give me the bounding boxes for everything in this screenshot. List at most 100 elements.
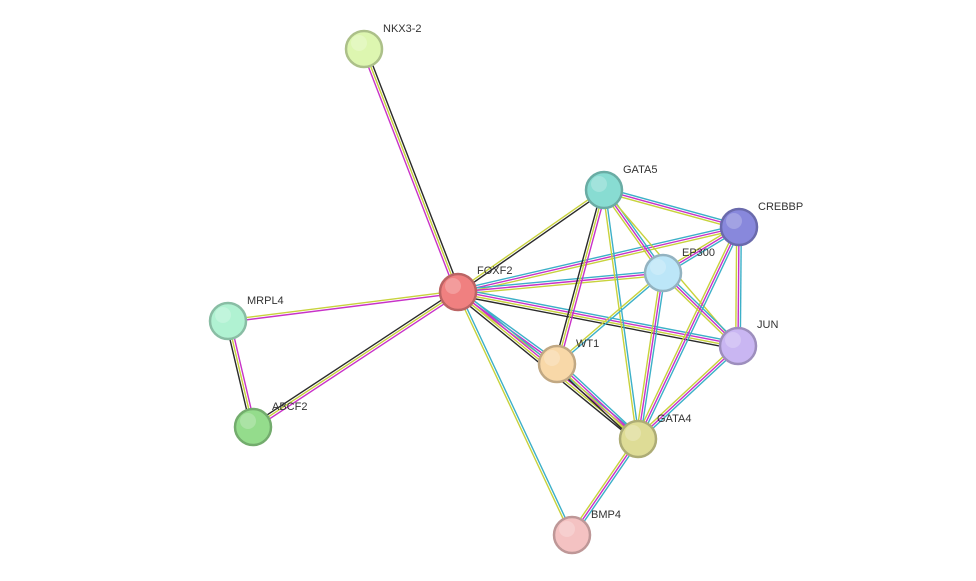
edge-line-experimental	[457, 226, 740, 293]
edge-gata5-crebbp[interactable]	[603, 187, 740, 230]
edge-line-textmining	[602, 190, 638, 440]
node-foxf2[interactable]: FOXF2	[438, 265, 512, 312]
node-circle-abcf2[interactable]	[233, 407, 273, 447]
node-highlight-crebbp	[726, 213, 742, 229]
edge-line-textmining	[458, 274, 664, 295]
edge-line-experimental	[637, 272, 664, 440]
edge-line-textmining	[556, 189, 605, 365]
node-label-nkx3-2: NKX3-2	[383, 23, 422, 35]
edge-line-textmining	[457, 292, 738, 348]
edge-line-textmining	[735, 226, 738, 346]
edge-line-database	[604, 187, 740, 226]
node-highlight-nkx3-2	[351, 35, 367, 51]
node-nkx3-2[interactable]: NKX3-2	[344, 23, 422, 69]
edge-gata5-gata4[interactable]	[602, 189, 640, 440]
edge-line-experimental	[603, 189, 740, 228]
node-label-foxf2: FOXF2	[477, 265, 512, 277]
node-circle-ep300[interactable]	[643, 253, 683, 293]
node-highlight-jun	[725, 332, 741, 348]
edge-line-database	[739, 227, 742, 347]
node-wt1[interactable]: WT1	[537, 338, 599, 384]
edge-line-database	[639, 227, 742, 441]
node-highlight-bmp4	[559, 521, 575, 537]
edge-foxf2-nkx3-2[interactable]	[361, 47, 461, 294]
node-highlight-gata5	[591, 176, 607, 192]
edge-line-textmining	[555, 271, 663, 364]
edge-line-textmining	[635, 272, 662, 439]
node-circle-crebbp[interactable]	[719, 207, 759, 247]
edge-line-database	[639, 347, 741, 442]
edge-line-database	[458, 287, 739, 344]
edge-foxf2-mrpl4[interactable]	[227, 290, 459, 323]
edge-line-database	[639, 273, 666, 440]
edge-line-experimental	[457, 272, 664, 293]
node-label-mrpl4: MRPL4	[247, 295, 284, 307]
edge-line-textmining	[227, 290, 458, 321]
edge-line-textmining	[635, 343, 737, 438]
edge-line-database	[604, 189, 640, 439]
node-gata4[interactable]: GATA4	[618, 413, 691, 459]
edge-foxf2-ep300[interactable]	[457, 270, 664, 295]
node-crebbp[interactable]: CREBBP	[719, 201, 803, 247]
edge-line-experimental	[558, 190, 607, 365]
edge-line-textmining	[252, 291, 459, 428]
edge-gata5-wt1[interactable]	[554, 189, 607, 365]
edge-line-database	[557, 273, 665, 366]
node-highlight-foxf2	[445, 278, 461, 294]
edge-line-textmining	[603, 191, 739, 230]
edge-line-experimental	[458, 290, 739, 346]
node-circle-foxf2[interactable]	[438, 272, 478, 312]
node-circle-wt1[interactable]	[537, 344, 577, 384]
edge-line-textmining	[456, 188, 604, 292]
edge-line-database	[457, 270, 663, 291]
edge-line-textmining	[456, 292, 572, 536]
node-gata5[interactable]: GATA5	[584, 164, 657, 210]
node-circle-gata4[interactable]	[618, 419, 658, 459]
node-abcf2[interactable]: ABCF2	[233, 401, 307, 447]
node-label-gata5: GATA5	[623, 164, 657, 176]
node-label-ep300: EP300	[682, 247, 715, 259]
node-circle-jun[interactable]	[718, 326, 758, 366]
edge-gata4-bmp4[interactable]	[569, 437, 641, 537]
edge-line-textmining	[569, 437, 637, 535]
edge-line-database	[458, 291, 574, 535]
edge-line-coexpression	[365, 47, 461, 292]
node-circle-mrpl4[interactable]	[208, 301, 248, 341]
edge-foxf2-jun[interactable]	[457, 287, 739, 351]
node-label-crebbp: CREBBP	[758, 201, 803, 213]
edge-ep300-wt1[interactable]	[555, 271, 665, 366]
edge-line-coexpression	[458, 190, 606, 294]
node-jun[interactable]: JUN	[718, 319, 778, 366]
edge-line-textmining	[363, 48, 459, 293]
edge-foxf2-crebbp[interactable]	[457, 224, 740, 295]
edge-line-experimental	[228, 292, 459, 323]
node-highlight-wt1	[544, 350, 560, 366]
node-highlight-abcf2	[240, 413, 256, 429]
node-ep300[interactable]: EP300	[643, 247, 715, 293]
node-label-gata4: GATA4	[657, 413, 691, 425]
node-circle-bmp4[interactable]	[552, 515, 592, 555]
edge-jun-gata4[interactable]	[635, 343, 741, 442]
edge-crebbp-jun[interactable]	[735, 226, 742, 347]
edge-line-experimental	[637, 226, 740, 440]
edge-foxf2-gata5[interactable]	[456, 188, 606, 294]
edge-line-experimental	[737, 226, 740, 347]
node-circle-nkx3-2[interactable]	[344, 29, 384, 69]
edge-line-coexpression	[457, 294, 738, 351]
node-label-bmp4: BMP4	[591, 509, 621, 521]
node-label-jun: JUN	[757, 319, 778, 331]
edge-ep300-gata4[interactable]	[635, 272, 666, 440]
node-bmp4[interactable]: BMP4	[552, 509, 621, 555]
edge-line-experimental	[361, 49, 457, 294]
edge-foxf2-bmp4[interactable]	[456, 291, 574, 536]
node-mrpl4[interactable]: MRPL4	[208, 295, 284, 341]
node-label-abcf2: ABCF2	[272, 401, 307, 413]
edge-crebbp-gata4[interactable]	[635, 225, 742, 441]
edge-line-coexpression	[251, 289, 458, 426]
node-circle-gata5[interactable]	[584, 170, 624, 210]
edge-line-experimental	[637, 345, 739, 440]
node-highlight-mrpl4	[215, 307, 231, 323]
edge-foxf2-abcf2[interactable]	[251, 289, 460, 430]
